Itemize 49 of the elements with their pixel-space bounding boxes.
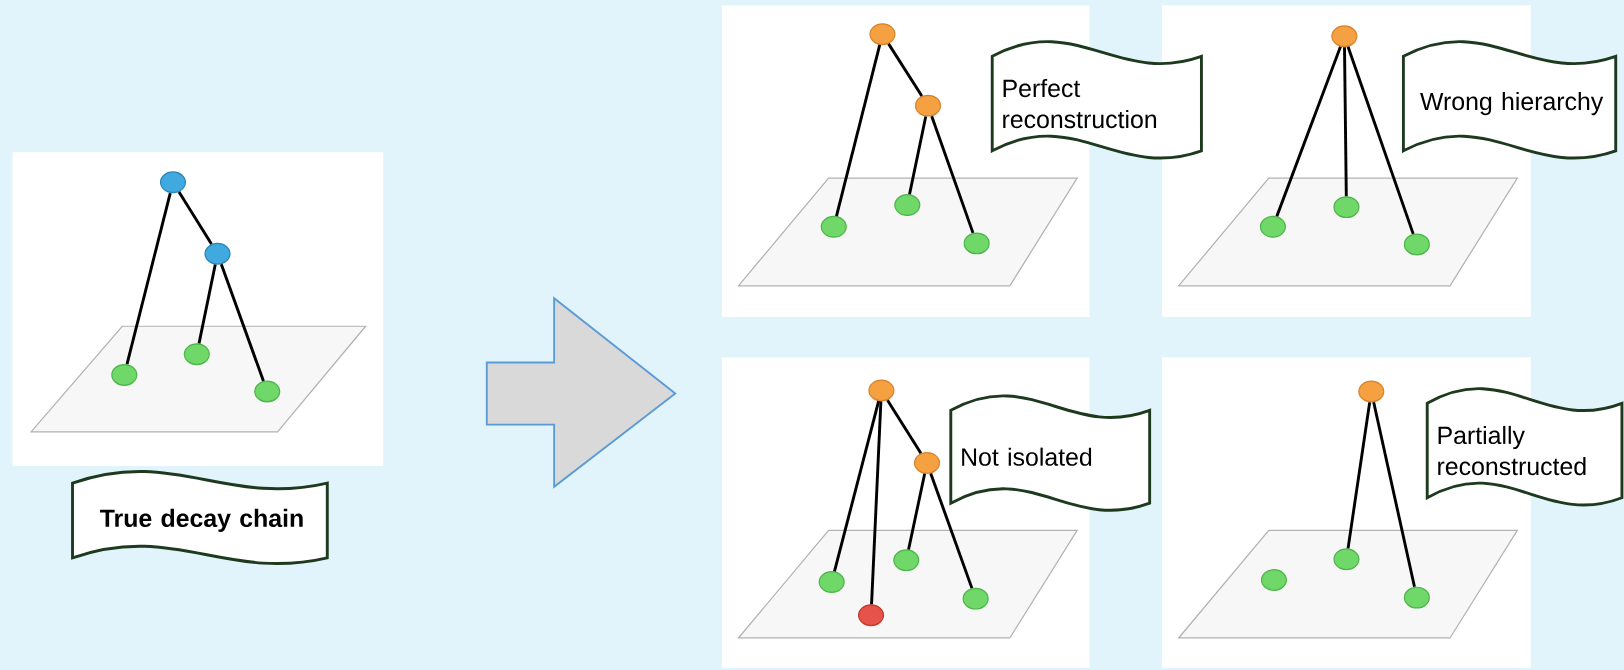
dot (111, 363, 138, 386)
node-label: Partially reconstructed (1438, 425, 1586, 476)
line (930, 115, 975, 234)
flag-banner: Not isolated (949, 394, 1152, 512)
dot (818, 571, 845, 593)
line (1343, 47, 1348, 197)
line (908, 116, 928, 195)
flag-banner: Wrong hierarchy (1401, 40, 1618, 160)
dot (1403, 233, 1430, 256)
dot (868, 379, 895, 402)
dot (159, 171, 187, 194)
line (887, 43, 924, 97)
dot (1333, 196, 1360, 219)
line (1346, 46, 1415, 235)
flag-banner: True decay chain (71, 469, 329, 565)
dot (893, 549, 920, 572)
line (177, 191, 213, 245)
dot (183, 343, 210, 366)
dot (1260, 569, 1287, 591)
line (1275, 46, 1342, 217)
dot (1358, 380, 1385, 403)
line (1346, 402, 1372, 549)
dot (1333, 548, 1360, 571)
dot (869, 23, 896, 46)
line (219, 263, 265, 382)
dot (204, 242, 231, 265)
dot (914, 94, 942, 117)
dot (1331, 25, 1358, 48)
line (1372, 401, 1416, 588)
dot (254, 380, 281, 403)
line (929, 472, 974, 589)
line (835, 44, 882, 217)
dot (1259, 215, 1286, 238)
line (870, 401, 883, 605)
dot (820, 215, 847, 238)
node-label: Wrong hierarchy (1420, 91, 1604, 116)
line (197, 264, 217, 344)
line (125, 192, 172, 365)
flag-banner: Perfect reconstruction (990, 40, 1203, 160)
dot (913, 451, 941, 474)
dot (858, 604, 885, 627)
dot (962, 587, 989, 610)
dot (894, 194, 921, 216)
flag-banner: Partially reconstructed (1425, 387, 1624, 507)
dot (1403, 586, 1430, 609)
line (907, 473, 927, 550)
dot (963, 232, 990, 255)
line (886, 399, 923, 454)
line (833, 400, 881, 572)
